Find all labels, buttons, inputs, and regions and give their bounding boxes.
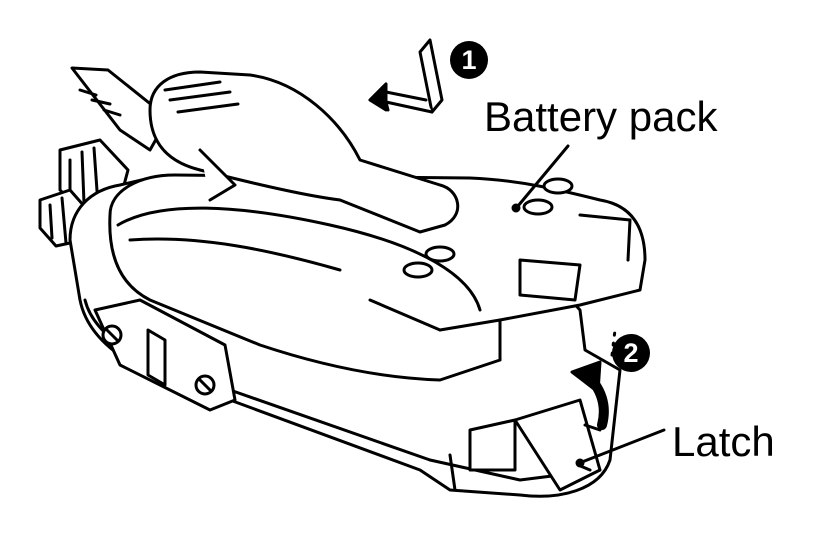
battery-pack-shape xyxy=(108,173,647,382)
step-1-badge: 1 xyxy=(450,41,488,79)
battery-pack-leader-dot xyxy=(511,203,521,213)
latch-leader-line xyxy=(580,428,666,464)
battery-pack-label: Battery pack xyxy=(484,93,718,140)
latch-leader-dot xyxy=(575,458,585,468)
lift-arrow xyxy=(570,328,617,430)
side-connector xyxy=(93,298,237,412)
slide-arrow xyxy=(368,38,444,114)
latch-shape xyxy=(468,398,602,492)
belt-clip xyxy=(148,70,460,234)
step-2-badge: 2 xyxy=(612,334,650,372)
latch-label: Latch xyxy=(672,418,775,465)
battery-pack-leader-line xyxy=(516,144,570,208)
